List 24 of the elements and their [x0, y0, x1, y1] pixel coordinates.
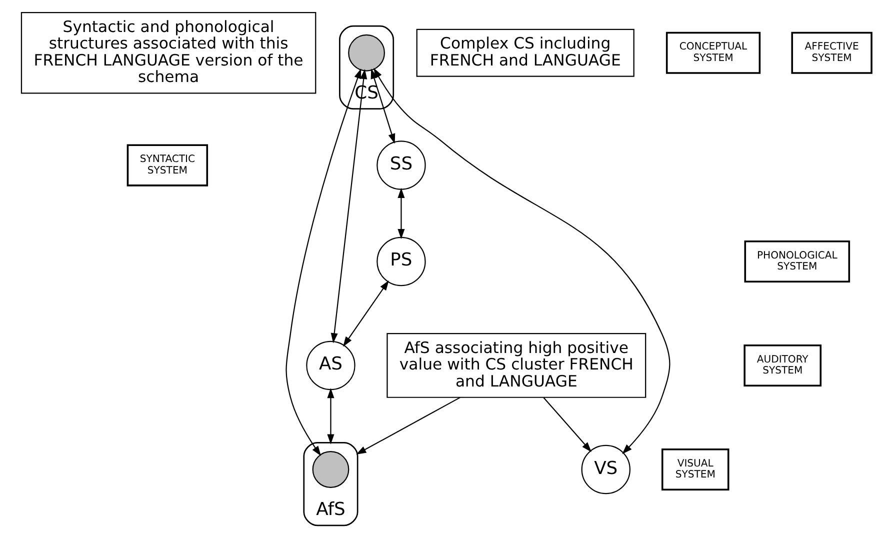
node-circle: AS	[306, 340, 356, 390]
node-circle: VS	[581, 444, 630, 494]
node-box: AUDITORY SYSTEM	[744, 344, 822, 387]
cluster: AfS	[303, 442, 358, 526]
node-box: PHONOLOGICAL SYSTEM	[744, 240, 850, 282]
arrow	[327, 388, 334, 444]
node-box: Syntactic and phonological structures associated with this FRENCH LANGUAGE version of the schema	[20, 12, 316, 94]
node-box: Complex CS including FRENCH and LANGUAGE	[416, 28, 634, 77]
arrow	[543, 397, 592, 452]
node-box: CONCEPTUAL SYSTEM	[666, 32, 761, 74]
node-box: VISUAL SYSTEM	[661, 448, 730, 491]
node-box: AfS associating high positive value with CS cluster FRENCH and LANGUAGE	[386, 333, 646, 398]
arrow	[356, 396, 460, 454]
arrow	[330, 69, 368, 344]
node-box: AFFECTIVE SYSTEM	[791, 32, 872, 74]
node-box: SYNTACTIC SYSTEM	[126, 144, 208, 186]
arrow	[286, 68, 362, 456]
arrow	[342, 280, 389, 347]
arrow	[374, 68, 670, 454]
node-circle: SS	[376, 140, 426, 190]
arrow	[398, 188, 405, 240]
node-circle	[312, 451, 350, 488]
node-circle: PS	[376, 236, 426, 286]
node-circle	[348, 34, 385, 72]
